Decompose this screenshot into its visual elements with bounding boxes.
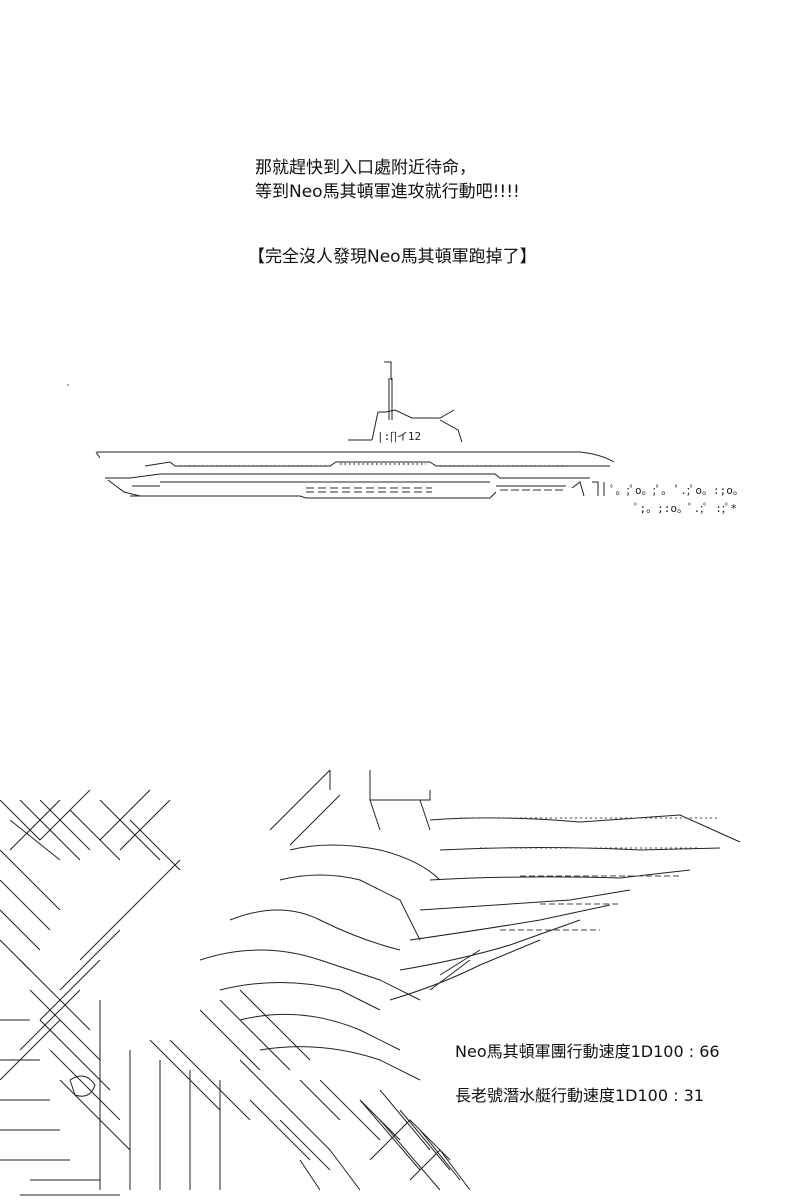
neo-army-speed-roll: Neo馬其頓軍團行動速度1D100 : 66 [455, 1042, 720, 1061]
bubbles-trail-1: ﾟ。;ﾟo。;ﾟ。 ﾟ.;ﾟo。:;o。 [610, 484, 744, 497]
dialogue-line-1: 那就趕快到入口處附近待命， [255, 158, 476, 178]
narration-text: 【完全沒人發現Neo馬其頓軍跑掉了】 [248, 247, 537, 267]
dialogue-line-2: 等到Neo馬其頓軍進攻就行動吧!!!! [255, 182, 520, 202]
elder-submarine-speed-roll: 長老號潛水艇行動速度1D100 : 31 [455, 1086, 704, 1105]
submarine-illustration: |:∏イ12 ﾟ。;ﾟo。;ﾟ。 ﾟ.;ﾟo。:;o。 ﾟ;。;:o。ﾟ.;ﾟ … [67, 361, 744, 515]
hull-label: |:∏イ12 [377, 430, 421, 443]
bubbles-trail-2: ﾟ;。;:o。ﾟ.;ﾟ :;ﾟ* [634, 502, 737, 515]
